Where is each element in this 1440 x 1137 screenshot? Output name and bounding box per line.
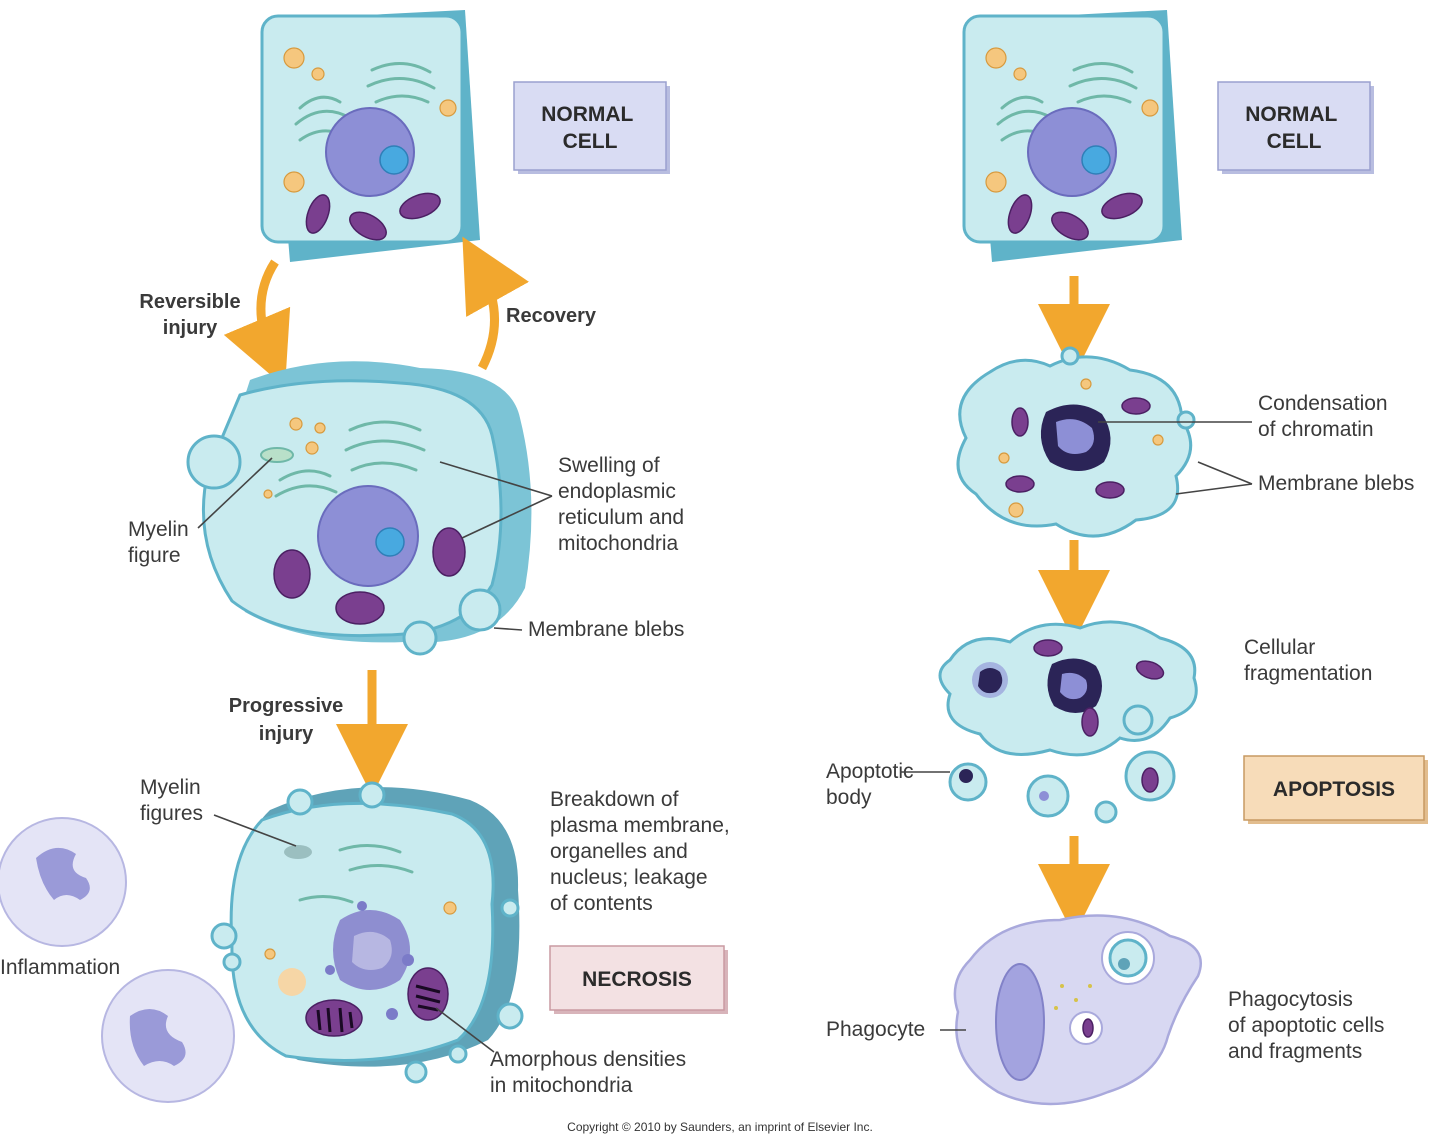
inflammation-label: Inflammation [0, 956, 120, 979]
necrosis-box: NECROSIS [549, 945, 728, 1014]
fragmenting-cell [938, 620, 1198, 824]
phagocyte-label: Phagocyte [826, 1018, 925, 1041]
swollen-cell [186, 361, 532, 656]
normal-cell-label-left-2: CELL [563, 130, 618, 153]
svg-text:NORMAL CELL: NORMAL CELL [1245, 103, 1343, 153]
inflammatory-cells [0, 817, 235, 1103]
normal-cell-label-right-2: CELL [1267, 130, 1322, 153]
phagocyte [953, 914, 1203, 1106]
condensed-cell [956, 346, 1196, 538]
swelling-leader [439, 461, 553, 539]
apoptosis-box: APOPTOSIS [1243, 755, 1428, 824]
recovery-label: Recovery [506, 305, 597, 327]
normal-cell-left [260, 10, 480, 262]
necrosis-label: NECROSIS [582, 968, 692, 991]
apoptosis-label: APOPTOSIS [1273, 778, 1395, 801]
normal-cell-box-left: NORMAL CELL [513, 81, 670, 174]
necrotic-cell [210, 781, 524, 1084]
membrane-blebs-left-label: Membrane blebs [528, 618, 684, 641]
normal-cell-label-left-1: NORMAL [541, 103, 633, 126]
membrane-blebs-right-leader [1175, 461, 1253, 495]
amorphous-leader [435, 1007, 495, 1053]
membrane-blebs-left-leader [493, 627, 523, 631]
normal-cell-right [962, 10, 1182, 262]
recovery-arrow [462, 236, 529, 371]
copyright-notice: Copyright © 2010 by Saunders, an imprint… [567, 1120, 873, 1134]
myelin-figures-leader [213, 814, 297, 847]
svg-text:NORMAL CELL: NORMAL CELL [541, 103, 639, 153]
normal-cell-box-right: NORMAL CELL [1217, 81, 1374, 174]
reversible-arrow [223, 259, 291, 388]
normal-cell-label-right-1: NORMAL [1245, 103, 1337, 126]
membrane-blebs-right-label: Membrane blebs [1258, 472, 1414, 495]
myelin-figure-leader [197, 457, 273, 529]
